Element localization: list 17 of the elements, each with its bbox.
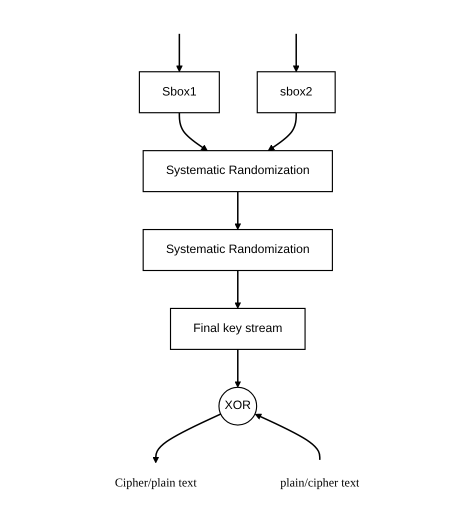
arrow (254, 414, 320, 460)
node-box: Sbox1 (138, 71, 220, 114)
node-box: Systematic Randomization (142, 150, 333, 192)
node-text: Cipher/plain text (114, 476, 197, 490)
arrow (178, 112, 208, 151)
arrow (268, 112, 297, 151)
node-box: Systematic Randomization (142, 228, 333, 272)
arrow (176, 34, 183, 72)
arrow (234, 270, 242, 309)
node-box: sbox2 (256, 71, 336, 114)
node-box: Final key stream (170, 308, 306, 350)
arrow (152, 413, 221, 464)
arrow (234, 192, 242, 230)
arrow (234, 349, 242, 388)
node-text: plain/cipher text (280, 476, 360, 490)
arrow (292, 34, 300, 72)
node-circle: XOR (218, 386, 258, 426)
